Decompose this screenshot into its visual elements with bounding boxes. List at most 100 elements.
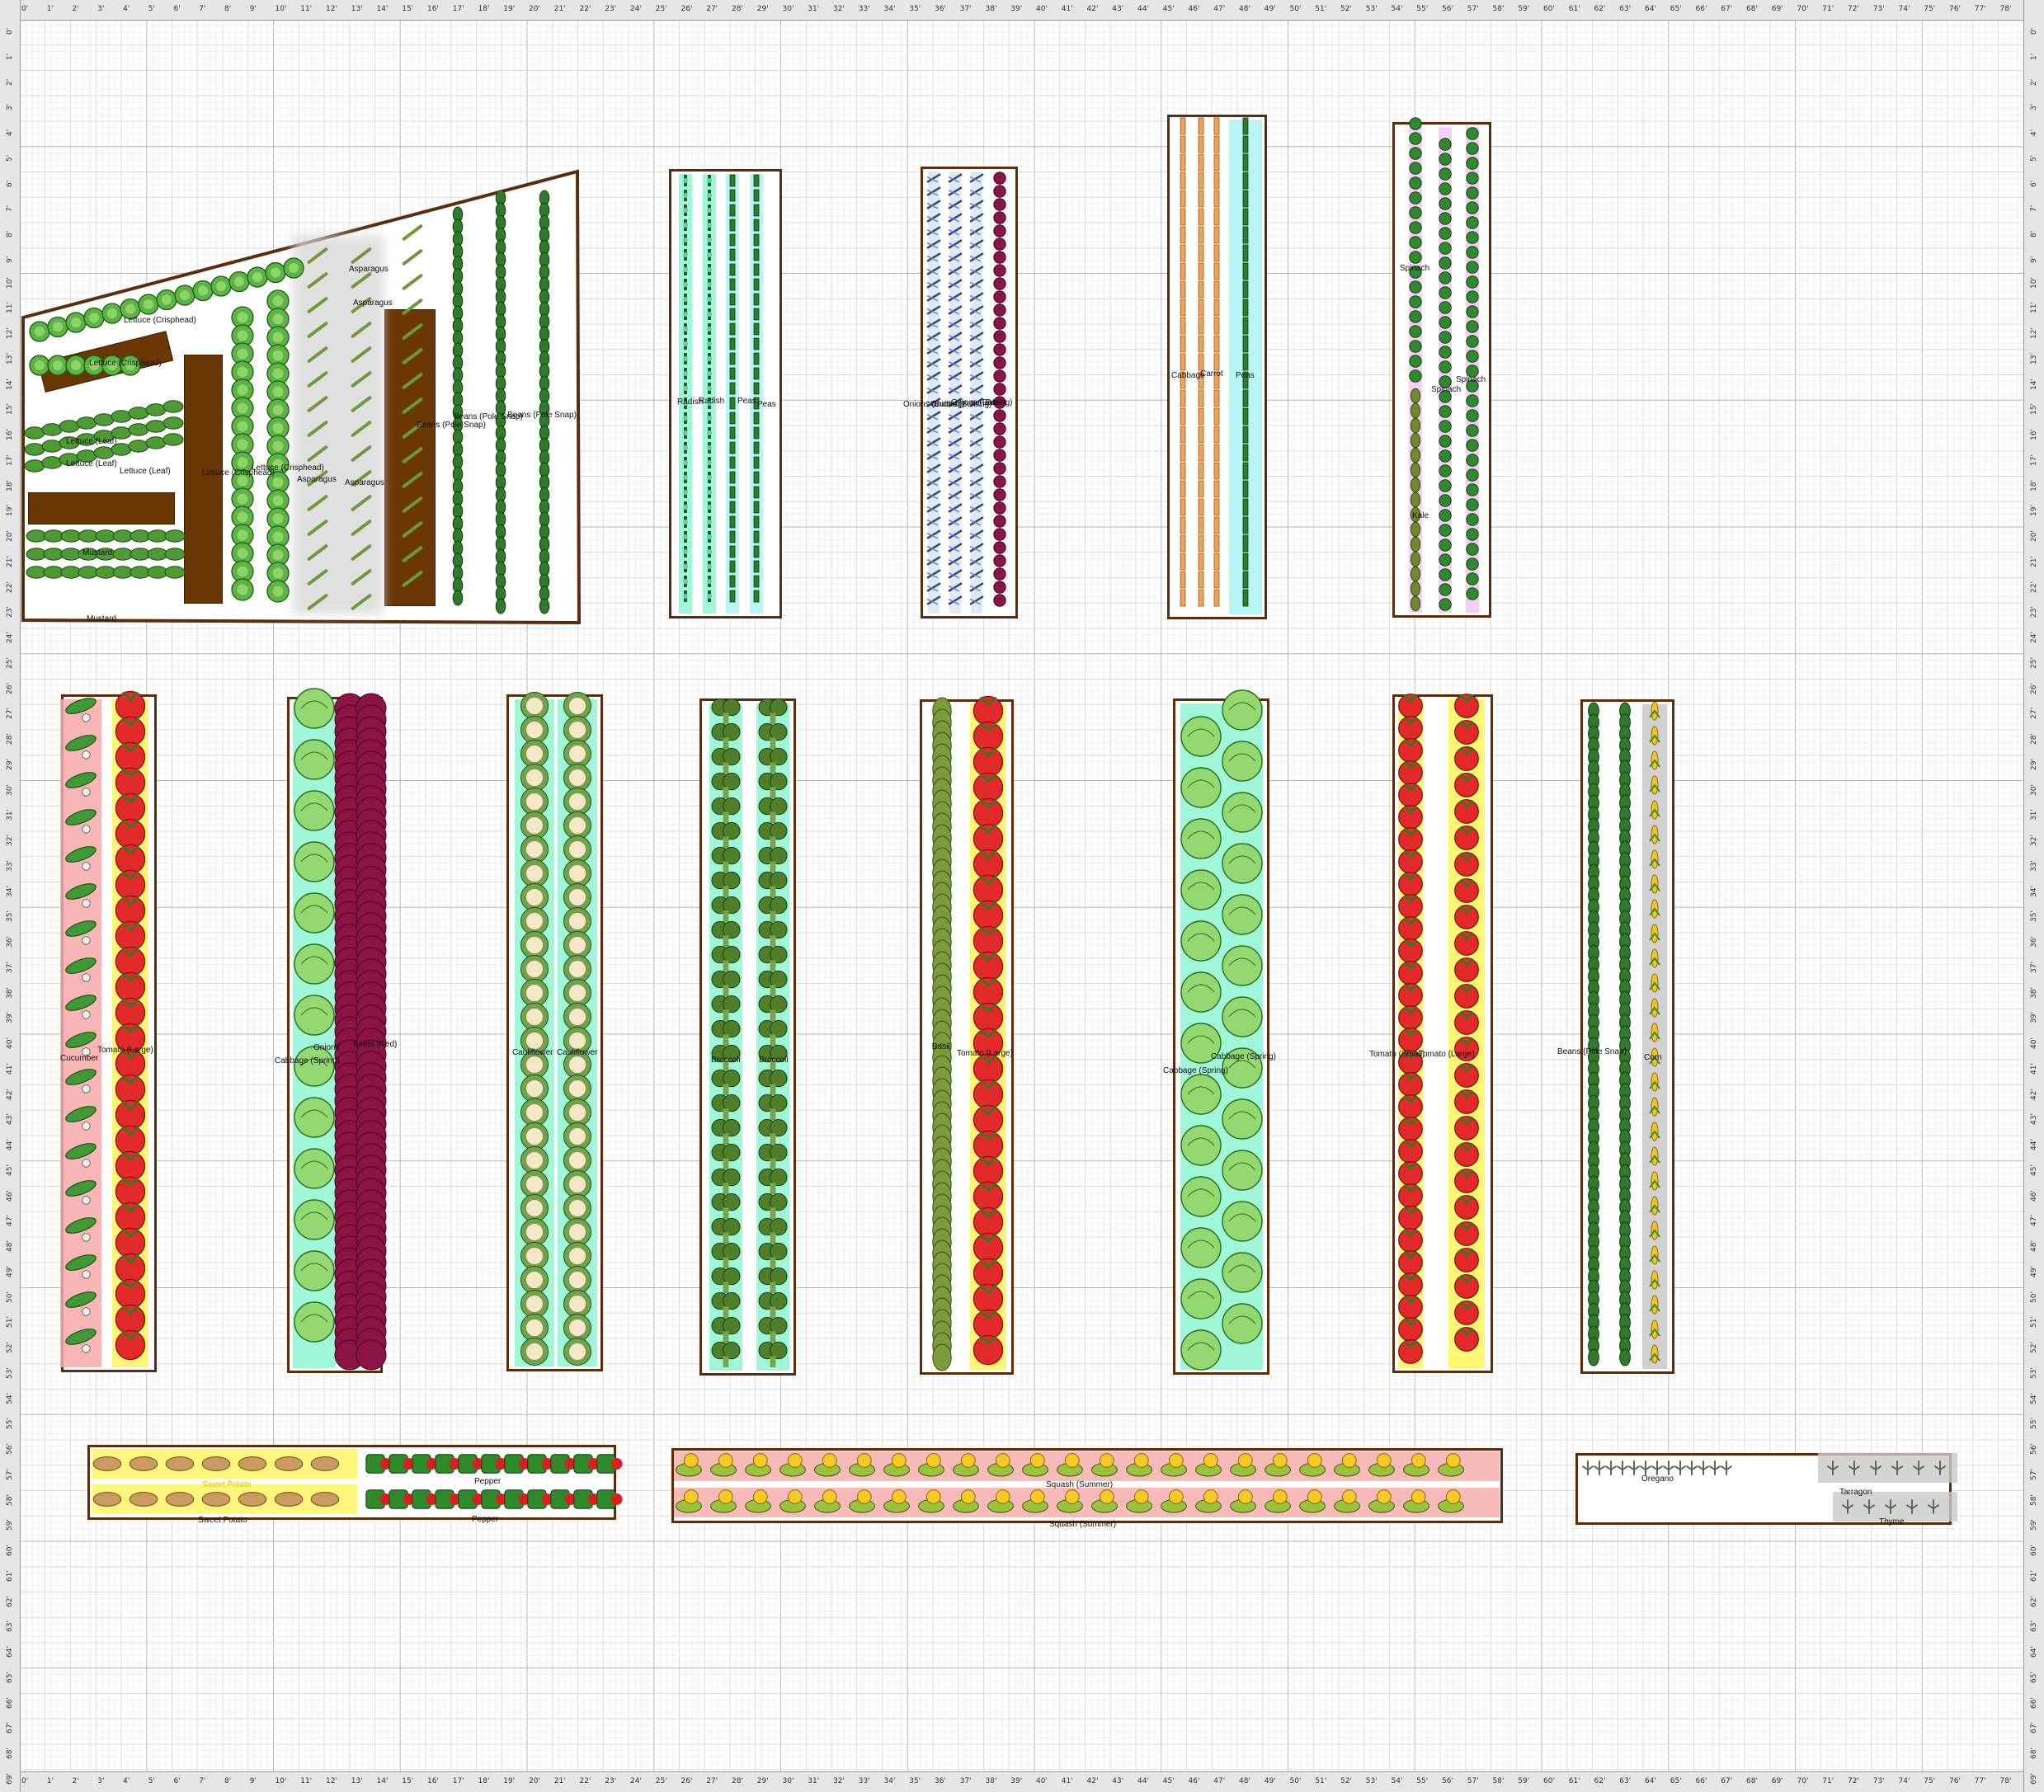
bed-11-label[interactable]: Cabbage (Spring) [1211, 1052, 1276, 1061]
ruler-tick-label: 39' [1010, 5, 1023, 13]
ruler-tick-label: 4' [123, 5, 130, 13]
bed-1-label[interactable]: Lettuce (Crisphead) [202, 468, 275, 477]
bed-7-label[interactable]: Onions [313, 1043, 340, 1052]
bed-1-label[interactable]: Beans (Pole Snap) [507, 411, 577, 420]
bed-5-label[interactable]: Spinach [1456, 375, 1486, 384]
ruler-tick-label: 60' [1543, 1777, 1555, 1785]
bed-4-label[interactable]: Cabbage [1171, 371, 1205, 380]
bed-16-label[interactable]: Thyme [1879, 1517, 1905, 1526]
ruler-tick-label: 18' [478, 1777, 490, 1785]
bed-15-label[interactable]: Squash (Summer) [1046, 1480, 1114, 1489]
bed-3-label[interactable]: Onions (Bulbing) [930, 400, 992, 409]
bed-5-label[interactable]: Kale [1412, 511, 1429, 520]
ruler-tick-label: 58' [1492, 1777, 1505, 1785]
bed-12-label[interactable]: Tomato (Large) [1419, 1050, 1475, 1059]
ruler-tick-label: 1' [46, 5, 54, 13]
bed-5-label[interactable]: Spinach [1400, 264, 1430, 273]
ruler-tick-label: 67' [1721, 5, 1733, 13]
ruler-tick-label: 6' [173, 5, 181, 13]
bed-14-label[interactable]: Pepper [472, 1515, 499, 1524]
ruler-tick-label: 6' [173, 1777, 181, 1785]
bed-2-label[interactable]: Radish [699, 397, 725, 406]
bed-6-label[interactable]: Cucumber [60, 1054, 99, 1063]
bed-2-label[interactable]: Peas [737, 397, 756, 406]
bed-1-label[interactable]: Lettuce (Leaf) [66, 437, 117, 446]
bed-1-label[interactable]: Lettuce (Crisphead) [252, 463, 324, 473]
bed-9-label[interactable]: Broccoli [711, 1056, 741, 1065]
bed-4-label[interactable]: Carrot [1200, 369, 1223, 379]
bed-8-label[interactable]: Cauliflower [557, 1048, 598, 1057]
bed-13-label[interactable]: Corn [1644, 1053, 1662, 1062]
bed-1-label[interactable]: Asparagus [297, 475, 337, 484]
bed-1-label[interactable]: Beans (Pole Snap) [417, 421, 486, 430]
bed-1-label[interactable]: Lettuce (Crisphead) [124, 316, 196, 325]
bed-1-label[interactable]: Lettuce (Leaf) [120, 467, 171, 476]
ruler-tick-label: 57' [1467, 5, 1479, 13]
bed-4-label[interactable]: Peas [1236, 371, 1255, 380]
ruler-tick-label: 56' [1442, 1777, 1453, 1785]
bed-16-label[interactable]: Tarragon [1839, 1488, 1872, 1497]
bed-6-label[interactable]: Tomato (Large) [97, 1046, 153, 1055]
bed-3-label[interactable]: Beets [986, 398, 1007, 407]
ruler-tick-label: 41' [1061, 1777, 1073, 1785]
bed-12-label[interactable]: Tomato (Small) [1369, 1050, 1425, 1059]
ruler-tick-label: 53' [1365, 5, 1378, 13]
ruler-tick-label: 73' [1872, 5, 1885, 13]
ruler-tick-label: 42' [1086, 5, 1099, 13]
ruler-tick-label: 33' [858, 5, 870, 13]
bed-2-label[interactable]: Radish [677, 397, 704, 407]
bed-1-label[interactable]: Mustard [87, 614, 117, 623]
ruler-tick-label: 18' [478, 5, 490, 13]
ruler-tick-label: 51' [1315, 5, 1327, 13]
bed-15-label[interactable]: Squash (Summer) [1049, 1520, 1117, 1529]
ruler-tick-label: 43' [1112, 1777, 1124, 1785]
ruler-tick-label: 11' [300, 1777, 313, 1785]
bed-8-label[interactable]: Cauliflower [512, 1048, 553, 1057]
bed-1-label[interactable]: Beans (Pole Snap) [454, 412, 523, 421]
bed-5-label[interactable]: Spinach [1431, 385, 1462, 394]
ruler-tick-label: 20' [529, 5, 540, 13]
bed-11-label[interactable]: Cabbage (Spring) [1163, 1066, 1228, 1075]
ruler-tick-label: 54' [1391, 5, 1403, 13]
bed-1-label[interactable]: Lettuce (Crisphead) [89, 359, 162, 368]
ruler-tick-label: 50' [1289, 1777, 1302, 1785]
ruler-tick-label: 26' [681, 1777, 693, 1785]
bed-1-label[interactable]: Asparagus [345, 478, 384, 487]
ruler-tick-label: 16' [427, 5, 439, 13]
bed-1-label[interactable]: Asparagus [353, 299, 393, 308]
bed-14-label[interactable]: Pepper [474, 1477, 502, 1486]
bed-9-label[interactable]: Broccoli [759, 1056, 789, 1065]
bed-3-label[interactable]: Onions (Bulbing) [951, 398, 1013, 407]
bed-1-label[interactable]: Mustard [82, 548, 113, 557]
bed-13-label[interactable]: Beans (Pole Snap) [1557, 1047, 1627, 1056]
bed-10-label[interactable]: Tomato (Large) [957, 1049, 1013, 1058]
ruler-tick-label: 29' [756, 1777, 769, 1785]
bed-1-label[interactable]: Lettuce (Leaf) [66, 459, 117, 468]
bed-1-label[interactable]: Asparagus [349, 265, 389, 274]
bed-14-label[interactable]: Sweet Potato [202, 1480, 252, 1489]
bed-10-label[interactable]: Basil [932, 1042, 950, 1051]
ruler-left: 0'1'2'3'4'5'6'7'8'9'10'11'12'13'14'15'16… [0, 0, 21, 1792]
bed-7-label[interactable]: Beets (Red) [353, 1040, 398, 1049]
ruler-tick-label: 30' [782, 1777, 794, 1785]
bed-16-label[interactable]: Oregano [1641, 1475, 1674, 1484]
ruler-tick-label: 60' [1543, 5, 1555, 13]
ruler-tick-label: 61' [1568, 1777, 1580, 1785]
ruler-tick-label: 77' [1974, 1777, 1986, 1785]
ruler-tick-label: 2' [72, 5, 79, 13]
ruler-tick-label: 24' [630, 1777, 642, 1785]
bed-14-label[interactable]: Sweet Potato [198, 1516, 247, 1525]
bed-2-label[interactable]: Peas [757, 400, 776, 409]
ruler-bottom: 0'1'2'3'4'5'6'7'8'9'10'11'12'13'14'15'16… [0, 1771, 2044, 1792]
ruler-tick-label: 37' [959, 1777, 972, 1785]
bed-7-label[interactable]: Cabbage (Spring) [275, 1056, 340, 1065]
bed-3-label[interactable]: Onions (Bulbing) [903, 400, 965, 409]
